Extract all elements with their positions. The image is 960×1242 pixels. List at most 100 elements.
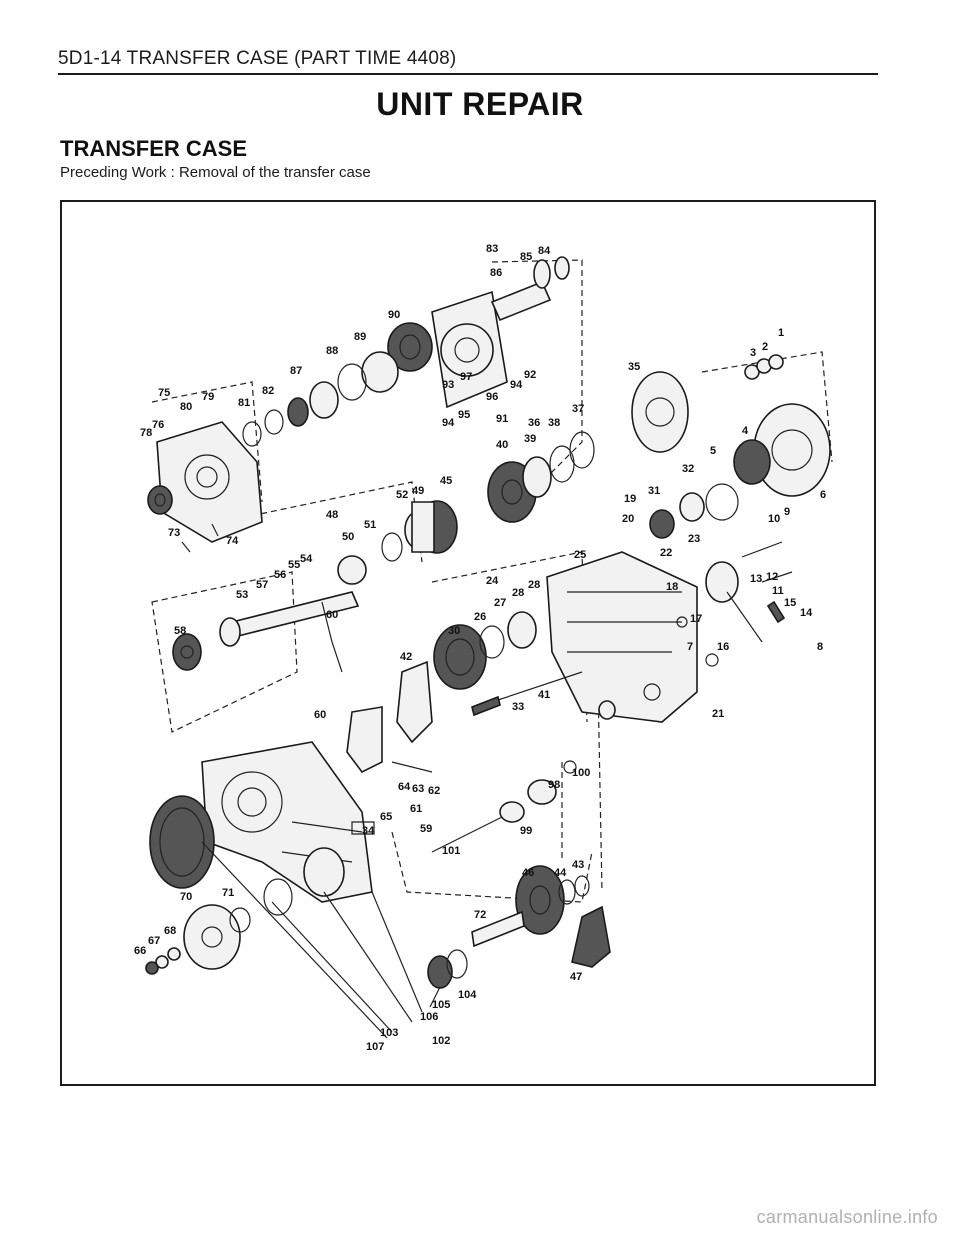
callout-68: 68 (164, 925, 176, 937)
right-small-parts (649, 354, 831, 667)
callout-28b: 28 (528, 579, 540, 591)
running-header: 5D1-14 TRANSFER CASE (PART TIME 4408) (58, 48, 457, 69)
callout-47: 47 (570, 971, 582, 983)
callout-64: 64 (398, 781, 411, 793)
callout-8: 8 (817, 641, 823, 653)
callout-86: 87 (290, 365, 302, 377)
callout-94: 95 (458, 409, 470, 421)
section-title: TRANSFER CASE (60, 136, 248, 161)
callout-7: 7 (687, 641, 693, 653)
callout-42: 42 (400, 651, 412, 663)
callout-17: 17 (690, 613, 702, 625)
callout-87: 88 (326, 345, 338, 357)
callout-24: 24 (486, 575, 499, 587)
callout-2: 2 (762, 341, 768, 353)
callout-6: 6 (820, 489, 826, 501)
callout-96: 97 (460, 371, 472, 383)
callout-92: 93 (442, 379, 454, 391)
callout-99: 100 (572, 767, 590, 779)
callout-52: 52 (396, 489, 408, 501)
callout-38: 38 (548, 417, 560, 429)
callout-91: 92 (524, 369, 536, 381)
exploded-view-drawing: 1 2 3 4 5 6 7 8 9 10 11 12 13 14 15 16 1… (134, 243, 833, 1053)
callout-67: 67 (148, 935, 160, 947)
callout-77: 78 (140, 427, 152, 439)
callout-60a: 60 (314, 709, 326, 721)
mid-gear-group (381, 371, 689, 562)
callout-53: 53 (236, 589, 248, 601)
callout-95: 96 (486, 391, 498, 403)
lower-shaft-assembly (427, 760, 611, 989)
callout-93a: 94 (442, 417, 455, 429)
preceding-work-note: Preceding Work : Removal of the transfer… (60, 164, 371, 181)
callout-75: 75 (158, 387, 170, 399)
callout-18: 18 (666, 581, 678, 593)
callout-5: 5 (710, 445, 716, 457)
callout-46: 46 (522, 867, 534, 879)
callout-37: 37 (572, 403, 584, 415)
callout-82: 83 (486, 243, 498, 255)
callout-56: 56 (274, 569, 286, 581)
callout-22: 22 (660, 547, 672, 559)
callout-4: 4 (742, 425, 749, 437)
callout-54: 54 (300, 553, 313, 565)
callout-26: 26 (474, 611, 486, 623)
callout-11: 11 (772, 585, 784, 597)
callout-81: 82 (262, 385, 274, 397)
callout-66: 66 (134, 945, 146, 957)
upper-shaft-assembly (242, 256, 570, 447)
callout-15: 15 (784, 597, 796, 609)
callout-14: 14 (800, 607, 813, 619)
callout-27: 27 (494, 597, 506, 609)
callout-97: 98 (548, 779, 560, 791)
callout-32: 32 (682, 463, 694, 475)
callout-104: 105 (432, 999, 450, 1011)
rear-case-housing (147, 421, 263, 553)
callout-78: 79 (202, 391, 214, 403)
callout-51: 51 (364, 519, 376, 531)
callout-31: 31 (648, 485, 660, 497)
callout-55: 55 (288, 559, 300, 571)
callout-19: 19 (624, 493, 636, 505)
output-flange (145, 904, 251, 975)
callout-labels: 1 2 3 4 5 6 7 8 9 10 11 12 13 14 15 16 1… (134, 243, 826, 1053)
callout-103: 104 (458, 989, 477, 1001)
callout-84: 85 (520, 251, 532, 263)
callout-100: 101 (442, 845, 460, 857)
callout-35: 35 (628, 361, 640, 373)
callout-20: 20 (622, 513, 634, 525)
callout-70: 70 (180, 891, 192, 903)
callout-63: 63 (412, 783, 424, 795)
exploded-view-diagram: 1 2 3 4 5 6 7 8 9 10 11 12 13 14 15 16 1… (60, 200, 876, 1086)
callout-83: 84 (538, 245, 551, 257)
callout-80: 81 (238, 397, 250, 409)
callout-1: 1 (778, 327, 784, 339)
callout-36: 36 (528, 417, 540, 429)
callout-62: 62 (428, 785, 440, 797)
watermark: carmanualsonline.info (756, 1207, 938, 1227)
callout-30: 30 (448, 625, 460, 637)
callout-34: 34 (362, 825, 375, 837)
callout-101: 102 (432, 1035, 450, 1047)
callout-102: 103 (380, 1027, 398, 1039)
header-rule (58, 73, 878, 75)
callout-33: 33 (512, 701, 524, 713)
callout-79: 80 (180, 401, 192, 413)
callout-28a: 28 (512, 587, 524, 599)
bottom-leader-lines (201, 841, 441, 1039)
callout-3: 3 (750, 347, 756, 359)
callout-105: 106 (420, 1011, 438, 1023)
callout-39: 39 (524, 433, 536, 445)
callout-89: 90 (388, 309, 400, 321)
callout-85: 86 (490, 267, 502, 279)
callout-40: 40 (496, 439, 508, 451)
callout-61: 61 (410, 803, 422, 815)
callout-57: 57 (256, 579, 268, 591)
callout-59: 59 (420, 823, 432, 835)
callout-10: 10 (768, 513, 780, 525)
group-brackets (151, 259, 833, 903)
shift-forks (346, 660, 433, 774)
callout-72: 72 (474, 909, 486, 921)
callout-71: 71 (222, 887, 234, 899)
callout-65: 65 (380, 811, 392, 823)
